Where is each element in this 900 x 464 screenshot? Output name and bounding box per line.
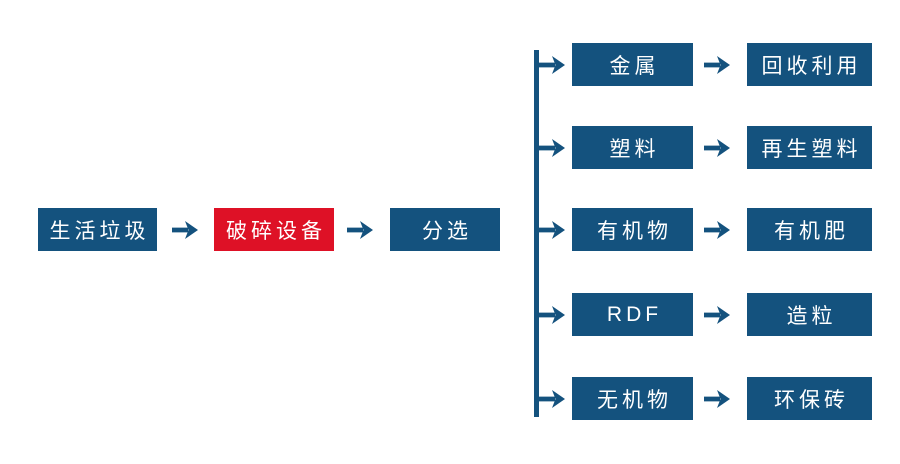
- node-label: 破碎设备: [226, 219, 326, 243]
- arrow-right-icon: [704, 305, 730, 324]
- node-granulation: 造粒: [747, 293, 872, 336]
- node-label: 造粒: [786, 304, 837, 328]
- node-organic-fertilizer: 有机肥: [747, 208, 872, 251]
- branch-row-metal: 金属 回收利用: [539, 43, 872, 86]
- arrow-right-icon: [704, 220, 730, 239]
- branch-row-plastic: 塑料 再生塑料: [539, 126, 872, 169]
- node-label: 生活垃圾: [49, 219, 150, 243]
- node-sorting: 分选: [390, 208, 500, 251]
- main-flow-row: 生活垃圾 破碎设备 分选: [38, 208, 500, 251]
- node-label: 无机物: [597, 388, 672, 412]
- node-recycled-plastic: 再生塑料: [747, 126, 872, 169]
- node-eco-brick: 环保砖: [747, 377, 872, 420]
- node-recycling: 回收利用: [747, 43, 872, 86]
- arrow-right-icon: [539, 138, 565, 157]
- node-label: 有机肥: [774, 219, 849, 243]
- node-label: RDF: [606, 302, 663, 326]
- node-metal: 金属: [572, 43, 693, 86]
- branch-row-rdf: RDF 造粒: [539, 293, 872, 336]
- arrow-right-icon: [539, 220, 565, 239]
- node-label: 环保砖: [774, 388, 849, 412]
- node-rdf: RDF: [572, 293, 693, 336]
- branch-connector-line: [534, 50, 539, 417]
- node-label: 有机物: [597, 219, 672, 243]
- node-household-waste: 生活垃圾: [38, 208, 157, 251]
- node-crushing-equipment: 破碎设备: [214, 208, 334, 251]
- node-inorganic-matter: 无机物: [572, 377, 693, 420]
- arrow-right-icon: [704, 389, 730, 408]
- node-label: 再生塑料: [761, 137, 862, 161]
- node-label: 塑料: [609, 137, 660, 161]
- arrow-right-icon: [539, 305, 565, 324]
- branch-row-inorganic: 无机物 环保砖: [539, 377, 872, 420]
- arrow-right-icon: [539, 389, 565, 408]
- arrow-right-icon: [539, 55, 565, 74]
- node-label: 回收利用: [761, 54, 862, 78]
- node-plastic: 塑料: [572, 126, 693, 169]
- arrow-right-icon: [172, 220, 198, 239]
- arrow-right-icon: [347, 220, 373, 239]
- node-label: 分选: [422, 219, 472, 243]
- arrow-right-icon: [704, 138, 730, 157]
- arrow-right-icon: [704, 55, 730, 74]
- branch-row-organic: 有机物 有机肥: [539, 208, 872, 251]
- node-organic-matter: 有机物: [572, 208, 693, 251]
- node-label: 金属: [609, 54, 660, 78]
